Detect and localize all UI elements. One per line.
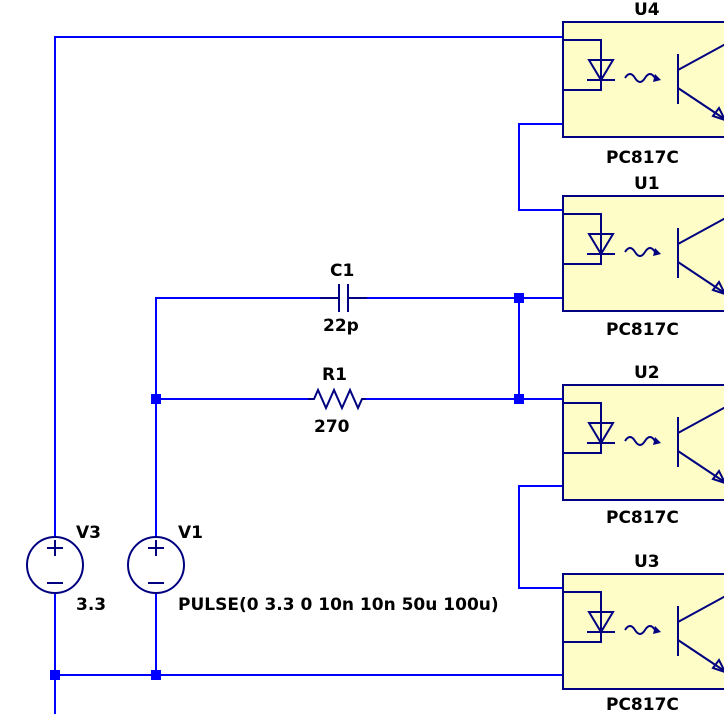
v3-value: 3.3 — [76, 595, 106, 615]
u1-ref: U1 — [634, 174, 660, 194]
u4-ref: U4 — [634, 0, 660, 20]
u1-value: PC817C — [606, 320, 679, 340]
c1-ref: C1 — [330, 261, 354, 281]
optocoupler-u2[interactable]: U2 PC817C — [562, 363, 724, 528]
u2-value: PC817C — [606, 508, 679, 528]
v1-value: PULSE(0 3.3 0 10n 10n 50u 100u) — [178, 595, 499, 615]
c1-value: 22p — [323, 316, 359, 336]
v3-ref: V3 — [76, 523, 101, 543]
r1-value: 270 — [314, 417, 350, 437]
voltage-source-v3[interactable]: V3 3.3 — [26, 523, 106, 615]
optocoupler-u3[interactable]: U3 PC817C — [562, 552, 724, 714]
r1-ref: R1 — [322, 365, 347, 385]
optocoupler-u4[interactable]: U4 PC817C — [562, 0, 724, 168]
u3-ref: U3 — [634, 552, 660, 572]
voltage-source-v1[interactable]: V1 PULSE(0 3.3 0 10n 10n 50u 100u) — [127, 523, 499, 615]
u2-ref: U2 — [634, 363, 660, 383]
optocoupler-u1[interactable]: U1 PC817C — [562, 174, 724, 340]
u4-value: PC817C — [606, 148, 679, 168]
resistor-r1[interactable]: R1 270 — [308, 365, 366, 437]
junctions — [50, 293, 524, 680]
v1-ref: V1 — [178, 523, 203, 543]
u3-value: PC817C — [606, 695, 679, 714]
capacitor-c1[interactable]: C1 22p — [320, 261, 367, 336]
